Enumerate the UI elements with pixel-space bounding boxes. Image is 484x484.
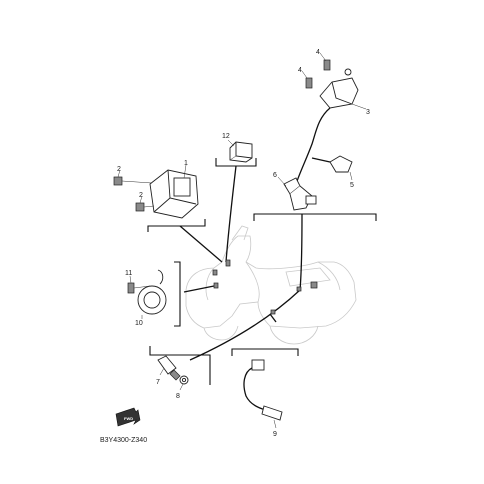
coil-bolt-lower[interactable] — [301, 70, 313, 89]
bolt-lower[interactable] — [135, 195, 155, 212]
callout-1: 1 — [184, 160, 188, 167]
bracket-right — [253, 213, 377, 221]
oxygen-sensor[interactable] — [243, 359, 283, 429]
fwd-label: FWD — [124, 416, 133, 421]
callout-4-upper: 4 — [316, 49, 320, 56]
callout-11: 11 — [125, 270, 132, 277]
spark-plug-cap[interactable] — [277, 176, 317, 211]
callout-7: 7 — [156, 379, 160, 386]
callout-6: 6 — [273, 172, 277, 179]
callout-2-upper: 2 — [117, 166, 121, 173]
callout-labels: 1 2 2 3 4 4 5 6 7 8 9 10 11 12 — [117, 49, 370, 438]
ecu-unit[interactable] — [149, 164, 199, 219]
bracket-ecu — [147, 219, 206, 232]
cable-clamp[interactable] — [311, 155, 353, 181]
coil-bolt-upper[interactable] — [319, 52, 331, 71]
sensor[interactable] — [157, 355, 181, 381]
callout-3: 3 — [366, 109, 370, 116]
diagram-code: B3Y4300-Z340 — [100, 437, 147, 444]
relay[interactable] — [227, 139, 253, 163]
callout-10: 10 — [135, 320, 143, 327]
callout-12: 12 — [222, 133, 230, 140]
bracket-bottom-right — [231, 348, 299, 356]
callout-8: 8 — [176, 393, 180, 400]
bracket-bottom-left — [149, 346, 211, 385]
bolt-upper[interactable] — [113, 169, 153, 186]
bracket-horn — [174, 261, 181, 327]
scooter-outline — [185, 225, 357, 345]
connection-lines — [179, 165, 303, 361]
washer[interactable] — [179, 375, 189, 391]
callout-4-lower: 4 — [298, 67, 302, 74]
horn[interactable] — [137, 269, 167, 319]
horn-bolt[interactable] — [127, 275, 151, 294]
connector-markers — [212, 259, 318, 315]
fwd-arrow-icon: FWD — [115, 407, 141, 427]
callout-9: 9 — [273, 431, 277, 438]
ignition-coil[interactable] — [295, 68, 367, 185]
callout-5: 5 — [350, 182, 354, 189]
callout-2-lower: 2 — [139, 192, 143, 199]
